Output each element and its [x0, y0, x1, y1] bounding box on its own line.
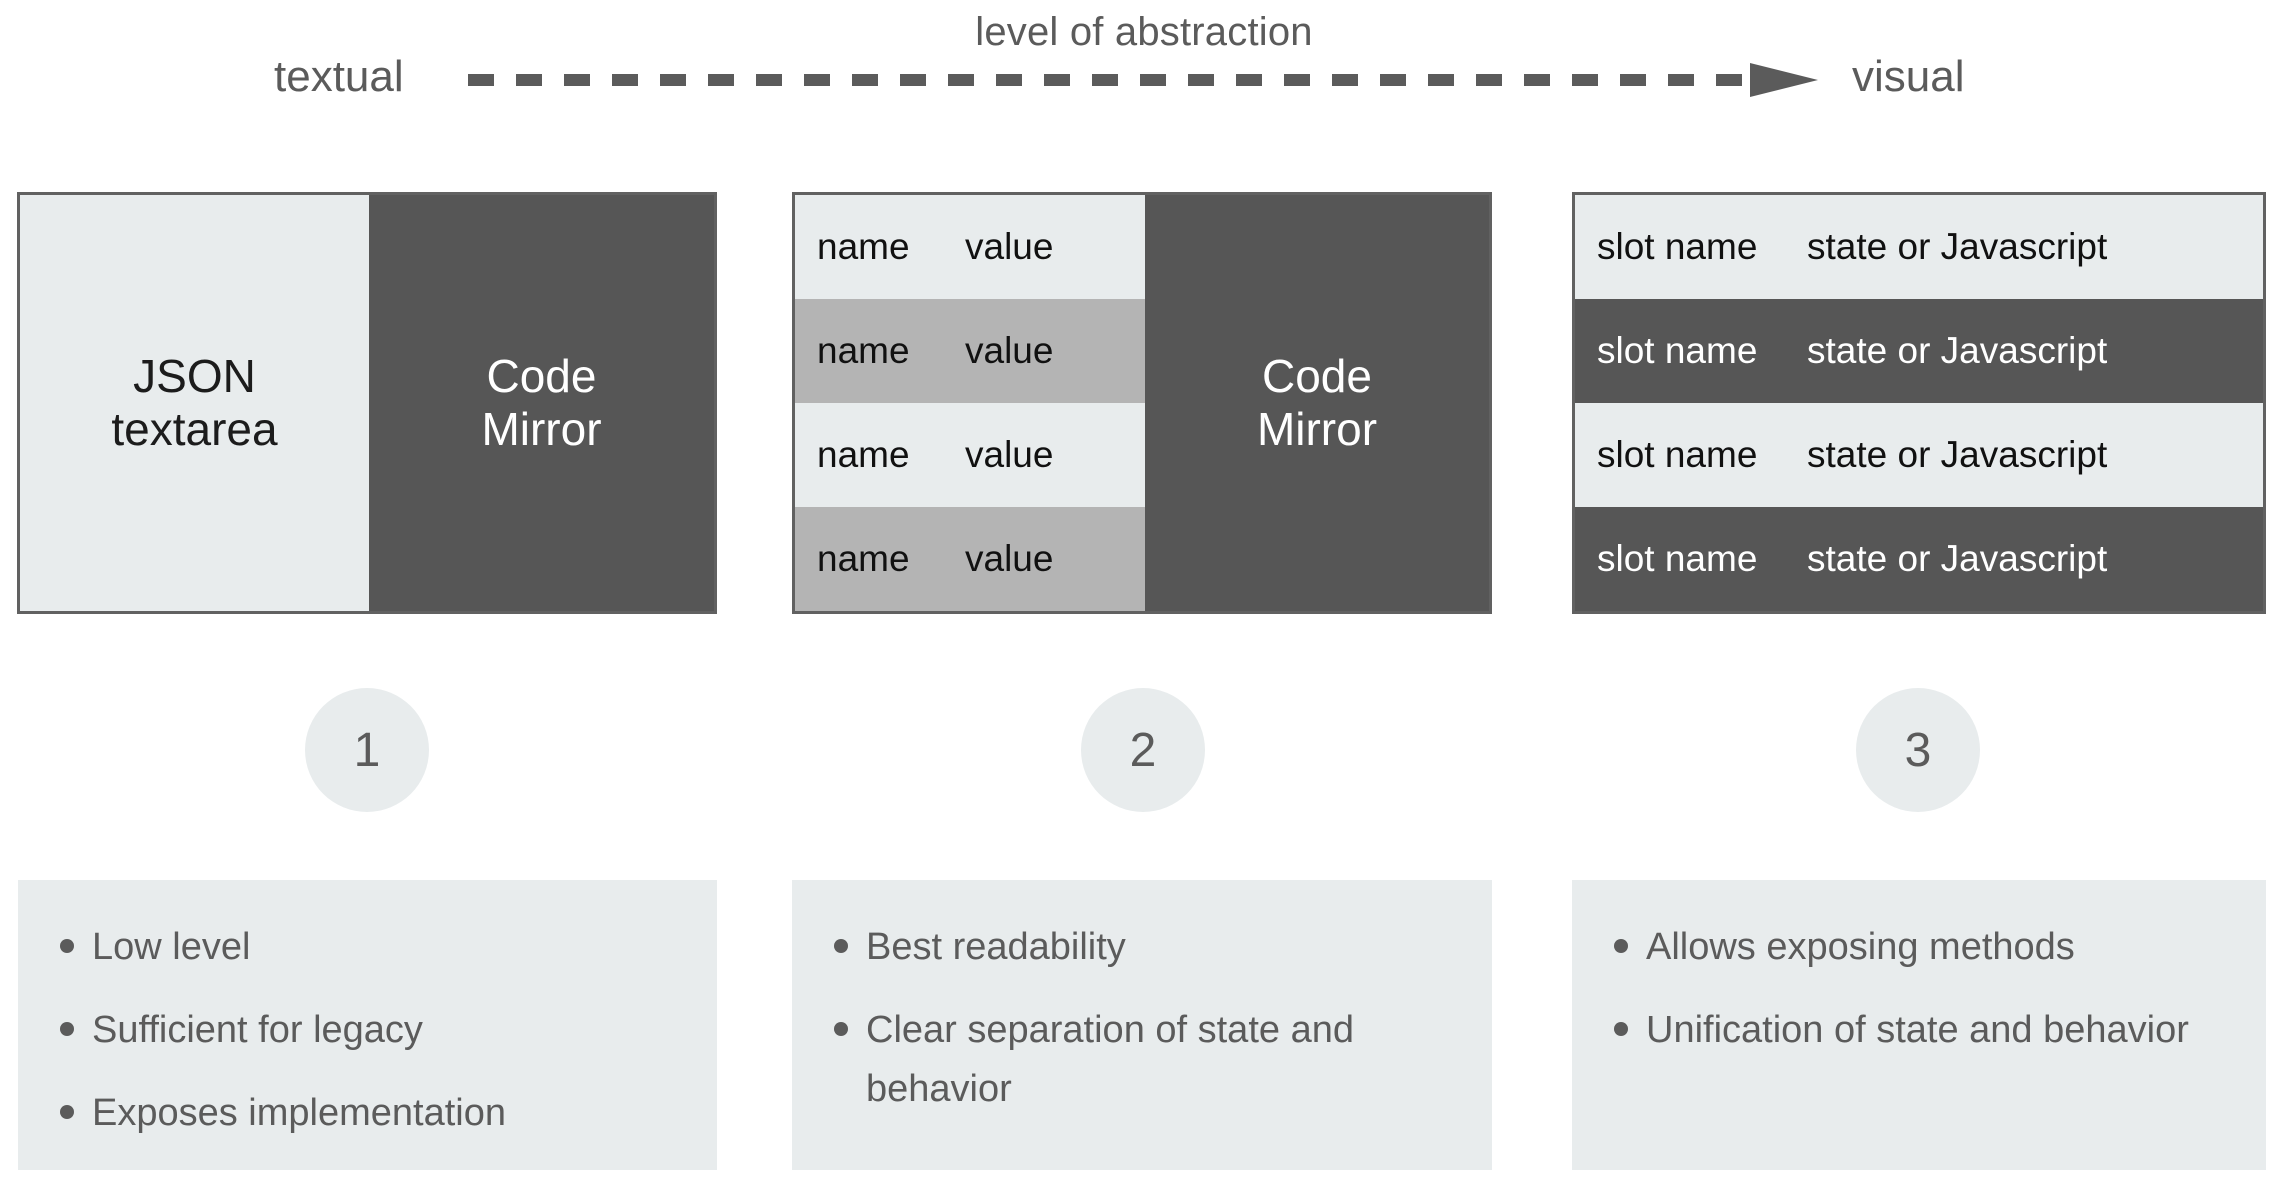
pros-card-2: Best readability Clear separation of sta…: [792, 880, 1492, 1170]
json-textarea-label: JSON textarea: [111, 349, 278, 455]
table-row[interactable]: slot name state or Javascript: [1575, 403, 2263, 507]
step-badge-number: 2: [1129, 723, 1157, 777]
bullet-text: Exposes implementation: [92, 1091, 506, 1134]
row-name-cell: name: [817, 434, 910, 475]
row-value-cell: value: [965, 226, 1054, 267]
slot-value-cell: state or Javascript: [1807, 434, 2108, 475]
step-badge-1: 1: [305, 688, 429, 812]
bullet-list: Allows exposing methods Unification of s…: [1602, 918, 2236, 1060]
slot-table: slot name state or Javascript slot name …: [1575, 195, 2263, 611]
pros-card-1: Low level Sufficient for legacy Exposes …: [18, 880, 717, 1170]
bullet-dot-icon: [1614, 1021, 1628, 1036]
axis-label-textual: textual: [274, 52, 404, 101]
dashed-arrow-icon: [468, 63, 1818, 97]
bullet-text: Clear separation of state and behavior: [866, 1008, 1354, 1110]
panel-slot-table[interactable]: slot name state or Javascript slot name …: [1572, 192, 2266, 614]
bullet-dot-icon: [1614, 939, 1628, 953]
row-value-cell: value: [965, 330, 1054, 371]
table-row[interactable]: name value: [795, 299, 1145, 403]
panel-name-value-table[interactable]: name value name value name value name va…: [792, 192, 1492, 614]
name-value-table: name value name value name value name va…: [795, 195, 1145, 611]
bullet-dot-icon: [834, 1021, 848, 1036]
bullet-list: Low level Sufficient for legacy Exposes …: [48, 918, 687, 1143]
code-mirror-pane[interactable]: Code Mirror: [369, 195, 714, 611]
row-name-cell: name: [817, 538, 910, 579]
table-row[interactable]: name value: [795, 195, 1145, 299]
row-value-cell: value: [965, 538, 1054, 579]
table-row[interactable]: slot name state or Javascript: [1575, 299, 2263, 403]
bullet-text: Low level: [92, 926, 251, 968]
table-row[interactable]: name value: [795, 507, 1145, 611]
bullet-dot-icon: [834, 939, 848, 953]
list-item: Unification of state and behavior: [1602, 1001, 2236, 1060]
list-item: Sufficient for legacy: [48, 1001, 687, 1060]
bullet-text: Unification of state and behavior: [1646, 1008, 2189, 1051]
table-row[interactable]: name value: [795, 403, 1145, 507]
slot-name-cell: slot name: [1597, 538, 1758, 579]
bullet-list: Best readability Clear separation of sta…: [822, 918, 1462, 1119]
list-item: Exposes implementation: [48, 1084, 687, 1143]
list-item: Allows exposing methods: [1602, 918, 2236, 977]
step-badge-number: 3: [1904, 723, 1932, 777]
bullet-text: Sufficient for legacy: [92, 1008, 423, 1051]
slot-name-cell: slot name: [1597, 226, 1758, 267]
slot-name-cell: slot name: [1597, 434, 1758, 475]
bullet-dot-icon: [60, 1104, 74, 1119]
panel-json-textarea[interactable]: JSON textarea Code Mirror: [17, 192, 717, 614]
list-item: Low level: [48, 918, 687, 977]
code-mirror-label: Code Mirror: [481, 349, 602, 455]
step-badge-3: 3: [1856, 688, 1980, 812]
row-value-cell: value: [965, 434, 1054, 475]
pros-card-3: Allows exposing methods Unification of s…: [1572, 880, 2266, 1170]
axis-label-visual: visual: [1852, 52, 1965, 101]
bullet-text: Best readability: [866, 926, 1126, 968]
json-textarea-pane[interactable]: JSON textarea: [20, 195, 369, 611]
slot-value-cell: state or Javascript: [1807, 538, 2108, 579]
step-badge-number: 1: [353, 723, 381, 777]
row-name-cell: name: [817, 330, 910, 371]
slot-value-cell: state or Javascript: [1807, 330, 2108, 371]
slot-value-cell: state or Javascript: [1807, 226, 2108, 267]
table-row[interactable]: slot name state or Javascript: [1575, 507, 2263, 611]
slot-name-cell: slot name: [1597, 330, 1758, 371]
bullet-dot-icon: [60, 1021, 74, 1036]
step-badge-2: 2: [1081, 688, 1205, 812]
abstraction-axis: level of abstraction textual visual: [0, 0, 2288, 130]
bullet-dot-icon: [60, 939, 74, 953]
row-name-cell: name: [817, 226, 910, 267]
list-item: Clear separation of state and behavior: [822, 1001, 1462, 1119]
bullet-text: Allows exposing methods: [1646, 926, 2075, 968]
list-item: Best readability: [822, 918, 1462, 977]
code-mirror-label: Code Mirror: [1256, 349, 1378, 455]
table-row[interactable]: slot name state or Javascript: [1575, 195, 2263, 299]
axis-title: level of abstraction: [975, 10, 1313, 54]
code-mirror-pane[interactable]: Code Mirror: [1145, 195, 1489, 611]
